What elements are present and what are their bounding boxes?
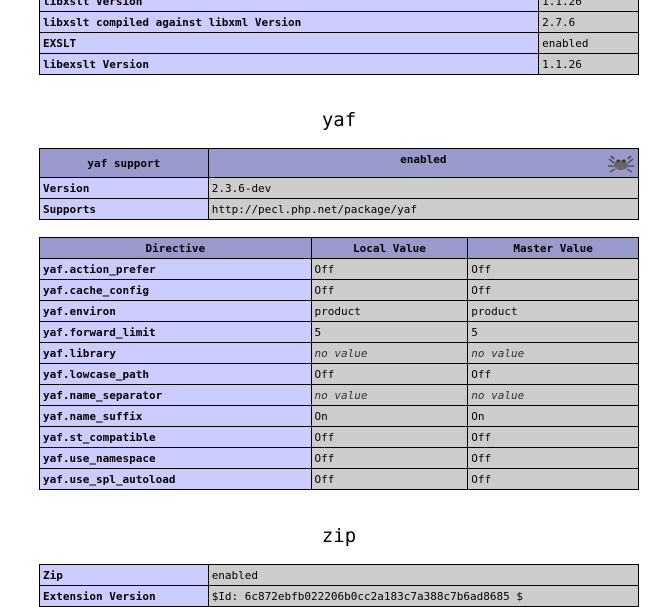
xsl-row-label: libxslt compiled against libxml Version <box>38 11 540 33</box>
directive-name: yaf.name_separator <box>39 384 312 406</box>
directive-name: yaf.use_namespace <box>39 447 312 469</box>
yaf-section-heading: yaf <box>321 109 357 131</box>
directive-master-value: Off <box>467 258 639 280</box>
yaf-support-label: yaf support <box>39 148 209 178</box>
yaf-support-value: enabled <box>400 153 447 166</box>
directive-name: yaf.library <box>39 342 312 364</box>
directive-local-value: no value <box>310 384 469 406</box>
directive-name: yaf.st_compatible <box>39 426 312 448</box>
zip-section-heading: zip <box>321 525 357 547</box>
directive-master-value: Off <box>467 279 639 301</box>
zip-row-value: $Id: 6c872ebfb022206b0cc2a183c7a388c7b6a… <box>207 585 640 607</box>
zip-row-label: Extension Version <box>39 585 209 607</box>
directive-master-value: Off <box>467 447 639 469</box>
directive-master-value: 5 <box>467 321 639 343</box>
directive-name: yaf.use_spl_autoload <box>39 468 312 490</box>
directive-local-value: no value <box>310 342 469 364</box>
zip-row: Extension Version$Id: 6c872ebfb022206b0c… <box>39 585 640 607</box>
directive-master-value: no value <box>467 384 639 406</box>
local-value-column-header: Local Value <box>310 237 469 259</box>
zip-row-label: Zip <box>39 564 209 586</box>
directive-local-value: Off <box>310 426 469 448</box>
directive-master-value: product <box>467 300 639 322</box>
directive-name: yaf.forward_limit <box>39 321 312 343</box>
directive-name: yaf.environ <box>39 300 312 322</box>
yaf-info-row-label: Supports <box>39 198 209 220</box>
yaf-directives-table: Directive Local Value Master Value yaf.a… <box>39 237 639 490</box>
zip-row-value: enabled <box>207 564 640 586</box>
directive-master-value: no value <box>467 342 639 364</box>
xsl-row-label: EXSLT <box>38 32 540 54</box>
xsl-row-value: 1.1.26 <box>538 53 639 75</box>
yaf-info-row-value: http://pecl.php.net/package/yaf <box>207 198 640 220</box>
xsl-row-label: libxslt Version <box>38 0 540 12</box>
directive-master-value: Off <box>467 426 639 448</box>
directives-header-row: Directive Local Value Master Value <box>39 237 639 259</box>
directive-local-value: Off <box>310 363 469 385</box>
directive-local-value: Off <box>310 258 469 280</box>
yaf-support-value-cell: enabled <box>207 148 640 178</box>
directive-local-value: On <box>310 405 469 427</box>
directive-column-header: Directive <box>39 237 312 259</box>
xsl-row-value: 1.1.26 <box>538 0 639 12</box>
directive-local-value: Off <box>310 468 469 490</box>
directive-master-value: Off <box>467 468 639 490</box>
directive-local-value: 5 <box>310 321 469 343</box>
directive-local-value: product <box>310 300 469 322</box>
directive-local-value: Off <box>310 279 469 301</box>
xsl-row-value: enabled <box>538 32 639 54</box>
yaf-support-header-row: yaf support enabled <box>39 148 640 178</box>
crab-icon <box>608 155 634 173</box>
directive-name: yaf.lowcase_path <box>39 363 312 385</box>
yaf-info-row-value: 2.3.6-dev <box>207 177 640 199</box>
directive-name: yaf.action_prefer <box>39 258 312 280</box>
directive-master-value: Off <box>467 363 639 385</box>
xsl-row-value: 2.7.6 <box>538 11 639 33</box>
directive-name: yaf.name_suffix <box>39 405 312 427</box>
yaf-info-row-label: Version <box>39 177 209 199</box>
directive-name: yaf.cache_config <box>39 279 312 301</box>
directive-master-value: On <box>467 405 639 427</box>
master-value-column-header: Master Value <box>467 237 639 259</box>
directive-local-value: Off <box>310 447 469 469</box>
xsl-row-label: libexslt Version <box>38 53 540 75</box>
